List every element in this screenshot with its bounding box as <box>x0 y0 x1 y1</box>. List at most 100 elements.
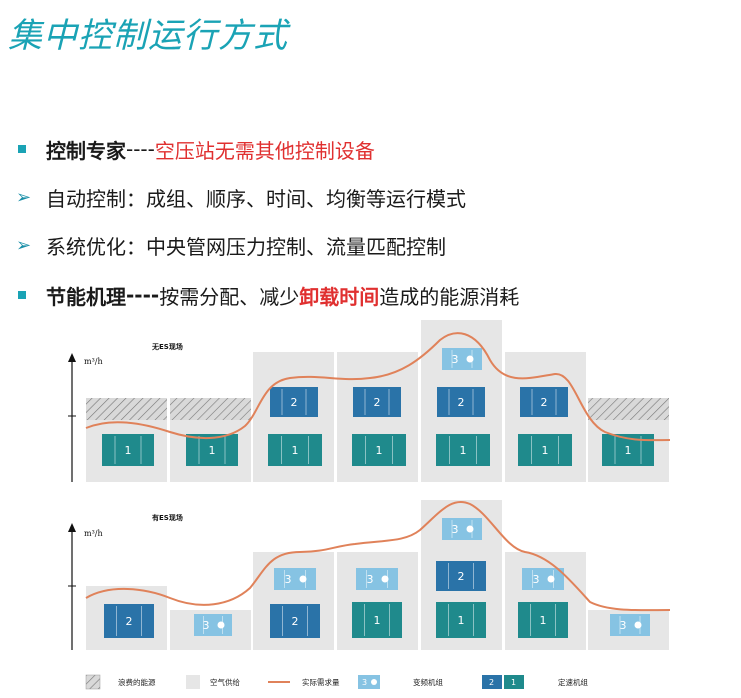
y-axis-unit: m³/h <box>84 529 103 538</box>
legend-supply-swatch <box>186 675 200 689</box>
unit-number: 3 <box>367 573 374 586</box>
compressor-unit <box>442 348 482 370</box>
legend-fixed-swatch-teal <box>504 675 524 689</box>
unit-number: 2 <box>458 570 465 583</box>
unit-number: 2 <box>541 396 548 409</box>
compressor-comparison-diagram: 1 1 1 1 1 1 1 2 2 2 2 3 m³/h 无ES现场 2 3 2 1 1 1 3 3 3 2 3 3 m³/… <box>68 320 671 690</box>
bullet-energy-saving: 节能机理----按需分配、减少卸载时间造成的能源消耗 <box>16 280 519 310</box>
y-axis-arrow-icon <box>68 523 76 532</box>
compressor-unit <box>522 568 564 590</box>
y-axis-unit: m³/h <box>84 357 103 366</box>
compressor-unit <box>270 604 320 638</box>
compressor-unit <box>436 561 486 591</box>
panel-without-es: 1 1 1 1 1 1 1 2 2 2 2 3 m³/h 无ES现场 <box>68 320 671 482</box>
y-axis-arrow-icon <box>68 353 76 362</box>
unit-number: 2 <box>291 396 298 409</box>
compressor-unit <box>610 614 650 636</box>
compressor-units: 2 3 2 1 1 1 3 3 3 2 3 3 <box>104 518 650 638</box>
legend-demand-label: 实际需求量 <box>302 677 340 687</box>
bullet-text: 系统优化：中央管网压力控制、流量匹配控制 <box>46 234 446 259</box>
legend-fixed-number: 1 <box>511 678 516 687</box>
fan-icon <box>371 679 377 685</box>
compressor-unit <box>104 604 154 638</box>
demand-curve <box>85 500 671 612</box>
legend-vsd-swatch <box>358 675 380 689</box>
compressor-unit <box>274 568 316 590</box>
compressor-unit <box>352 602 402 638</box>
unit-number: 3 <box>452 353 459 366</box>
compressor-unit <box>270 387 318 417</box>
unit-number: 1 <box>540 614 547 627</box>
bullet-system-optimization: ➢ 系统优化：中央管网压力控制、流量匹配控制 <box>16 230 446 260</box>
bullet-sep: ---- <box>126 137 155 161</box>
compressor-unit <box>356 568 398 590</box>
compressor-unit <box>194 614 232 636</box>
unit-number: 2 <box>458 396 465 409</box>
compressor-unit <box>352 434 406 466</box>
unit-number: 2 <box>374 396 381 409</box>
legend-fixed-number: 2 <box>489 678 494 687</box>
arrow-bullet-icon: ➢ <box>16 186 32 208</box>
legend-waste-label: 浪费的能源 <box>118 677 156 687</box>
compressor-units: 1 1 1 1 1 1 1 2 2 2 2 3 <box>102 348 654 466</box>
unit-number: 2 <box>292 615 299 628</box>
panel-label: 有ES现场 <box>152 513 183 522</box>
legend-vsd-label: 变频机组 <box>413 677 443 687</box>
unit-number: 3 <box>452 523 459 536</box>
unit-number: 1 <box>125 444 132 457</box>
bullet-control-expert: 控制专家----空压站无需其他控制设备 <box>16 134 375 164</box>
fan-icon <box>547 575 555 583</box>
unit-number: 1 <box>625 444 632 457</box>
panel-with-es: 2 3 2 1 1 1 3 3 3 2 3 3 m³/h 有ES现场 <box>68 500 671 650</box>
compressor-unit <box>436 434 490 466</box>
fan-icon <box>299 575 307 583</box>
unit-number: 3 <box>203 619 210 632</box>
demand-curve <box>85 332 671 442</box>
bullet-tail: 空压站无需其他控制设备 <box>154 138 375 163</box>
compressor-unit <box>102 434 154 466</box>
legend-supply-label: 空气供给 <box>210 677 240 687</box>
bullet-head: 节能机理 <box>46 284 126 309</box>
unit-number: 1 <box>460 444 467 457</box>
compressor-unit <box>186 434 238 466</box>
legend-vsd-number: 3 <box>362 678 367 687</box>
square-bullet-icon <box>16 287 46 303</box>
legend-fixed-swatch-blue <box>482 675 502 689</box>
unit-number: 1 <box>376 444 383 457</box>
fan-icon <box>634 621 642 629</box>
unit-number: 3 <box>533 573 540 586</box>
compressor-unit <box>436 602 486 638</box>
fan-icon <box>217 621 225 629</box>
square-bullet-icon <box>16 141 46 157</box>
bullet-text: 自动控制：成组、顺序、时间、均衡等运行模式 <box>46 186 466 211</box>
fan-icon <box>466 355 474 363</box>
panel-label: 无ES现场 <box>151 342 183 351</box>
legend-fixed-label: 定速机组 <box>558 677 588 687</box>
unit-number: 2 <box>126 615 133 628</box>
legend-waste-swatch <box>85 674 101 690</box>
bullet-head: 控制专家 <box>46 138 126 163</box>
bullet-auto-control: ➢ 自动控制：成组、顺序、时间、均衡等运行模式 <box>16 182 466 212</box>
compressor-unit <box>520 387 568 417</box>
arrow-bullet-icon: ➢ <box>16 234 32 256</box>
compressor-unit <box>353 387 401 417</box>
fan-icon <box>466 525 474 533</box>
bullet-pre: 按需分配、减少 <box>159 284 300 309</box>
fan-icon <box>381 575 389 583</box>
compressor-unit <box>442 518 482 540</box>
unit-number: 1 <box>374 614 381 627</box>
compressor-unit <box>268 434 322 466</box>
unit-number: 1 <box>209 444 216 457</box>
bullet-sep: ---- <box>126 283 160 307</box>
unit-number: 3 <box>285 573 292 586</box>
compressor-unit <box>518 602 568 638</box>
unit-number: 3 <box>620 619 627 632</box>
legend: 浪费的能源 空气供给 实际需求量 3 变频机组 2 1 定速机组 <box>85 674 588 690</box>
compressor-unit <box>518 434 572 466</box>
page-title: 集中控制运行方式 <box>8 16 288 56</box>
bullet-emphasis: 卸载时间 <box>299 284 380 309</box>
compressor-unit <box>437 387 485 417</box>
unit-number: 1 <box>542 444 549 457</box>
unit-number: 1 <box>292 444 299 457</box>
unit-number: 1 <box>458 614 465 627</box>
